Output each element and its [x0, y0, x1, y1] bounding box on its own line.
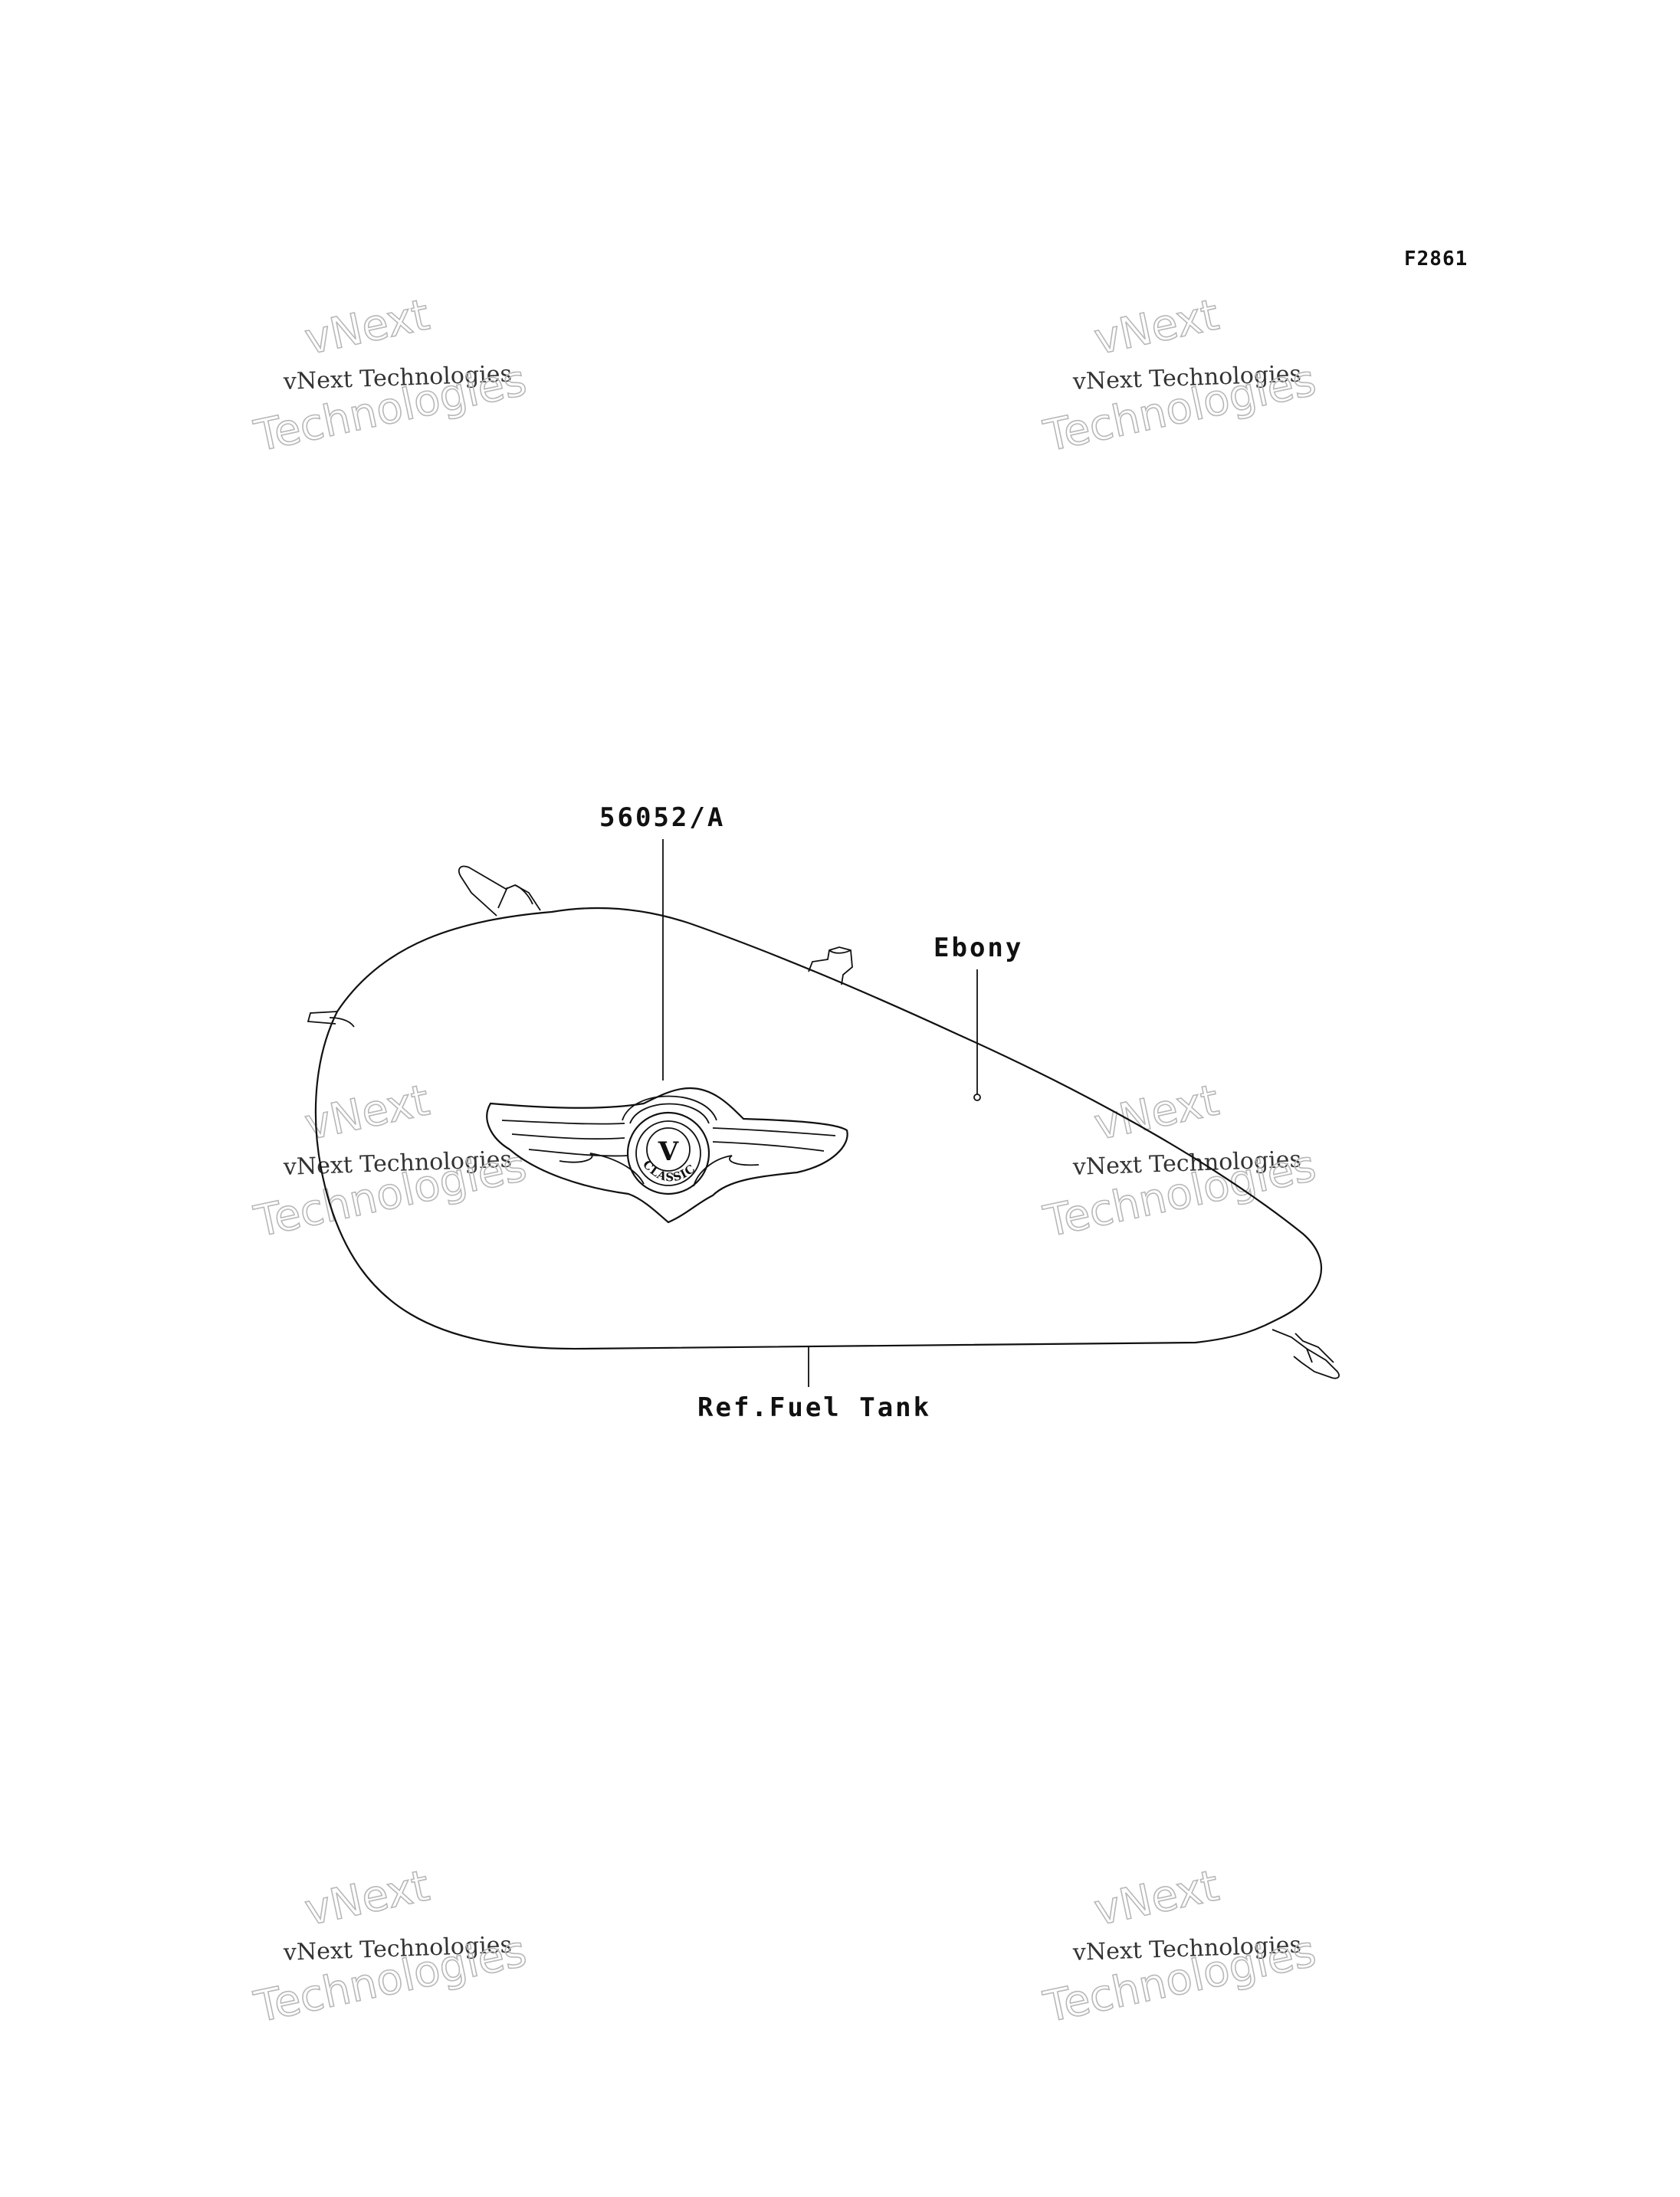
filler-cap-top — [829, 949, 851, 954]
emblem-crown-inner — [629, 1103, 710, 1124]
emblem-wing-outline — [486, 1087, 848, 1224]
watermark-line1: vNext — [300, 290, 434, 365]
watermark-line1: vNext — [300, 1075, 434, 1150]
fuel-tank-outline — [314, 907, 1323, 1350]
petcock-detail — [1294, 1333, 1334, 1363]
watermark-bottom-right: vNext vNext Technologies Technologies — [1039, 1861, 1321, 2034]
emblem-wing-line-left-2 — [511, 1133, 625, 1140]
watermark-mid-left: vNext vNext Technologies Technologies — [249, 1075, 531, 1248]
emblem-wing-line-right-1 — [712, 1127, 836, 1136]
callout-color: Ebony — [934, 933, 1023, 963]
emblem-wing-line-right-2 — [712, 1141, 825, 1152]
emblem-wing-line-left-1 — [501, 1120, 625, 1125]
watermark-line1: vNext — [1090, 1861, 1223, 1936]
watermark-line1: vNext — [1090, 290, 1223, 365]
callout-reference: Ref.Fuel Tank — [697, 1392, 931, 1423]
fuel-tank-drawing: V CLASSIC — [307, 865, 1340, 1379]
emblem-medallion — [626, 1111, 710, 1195]
watermark-top-left: vNext vNext Technologies Technologies — [249, 290, 531, 463]
emblem-v-ring — [646, 1127, 691, 1172]
mounting-tab-inner — [329, 1017, 355, 1028]
emblem-crown — [622, 1095, 717, 1121]
color-point-marker — [973, 1094, 981, 1101]
watermark-top-right: vNext vNext Technologies Technologies — [1039, 290, 1321, 463]
watermark-line1: vNext — [300, 1861, 434, 1936]
emblem-wing-line-left-3 — [528, 1149, 629, 1157]
emblem-letter: V — [658, 1136, 679, 1167]
emblem-medallion-inner — [635, 1120, 701, 1186]
figure-code: F2861 — [1404, 248, 1468, 271]
emblem-wing-flame-left — [559, 1153, 645, 1185]
callout-part-number: 56052/A — [599, 802, 725, 833]
petcock — [1271, 1329, 1340, 1379]
mounting-tab — [307, 1011, 338, 1025]
vent-pipe — [458, 865, 541, 917]
filler-cap — [808, 946, 853, 985]
emblem-wing-flame-right — [693, 1155, 760, 1187]
watermark-bottom-left: vNext vNext Technologies Technologies — [249, 1861, 531, 2034]
vent-pipe-collar — [497, 884, 533, 909]
classic-emblem: V CLASSIC — [486, 1087, 848, 1224]
watermark-line1: vNext — [1090, 1075, 1223, 1150]
